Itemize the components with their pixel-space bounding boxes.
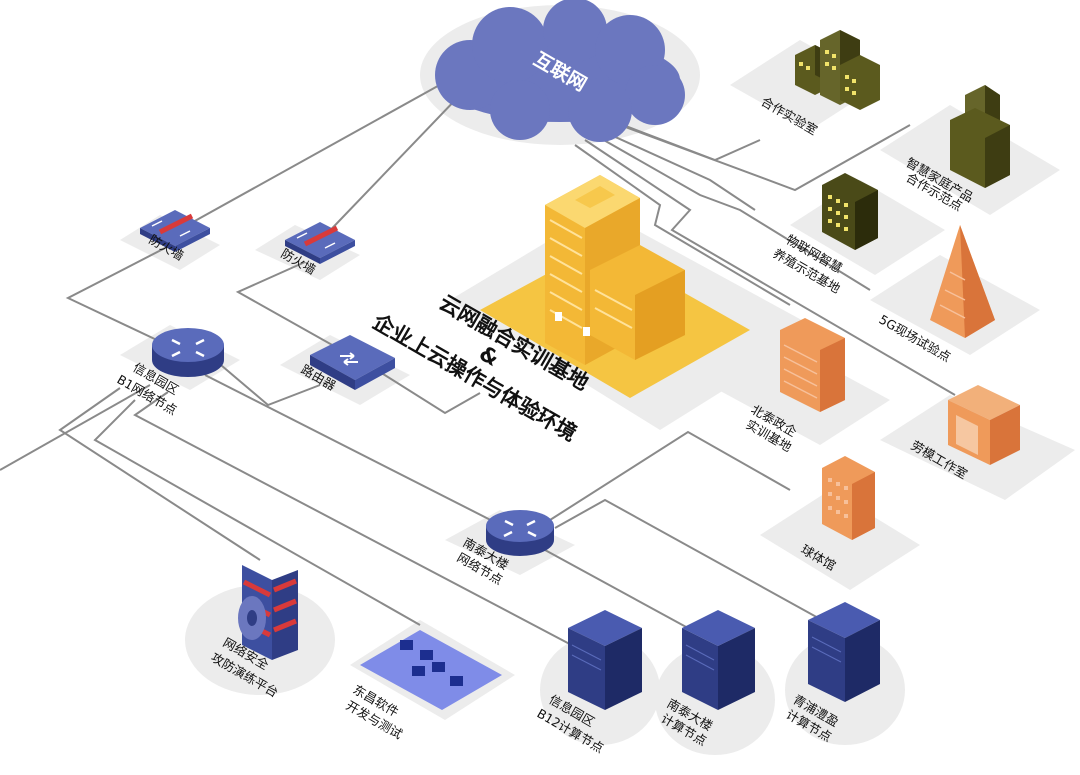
link-cloud-beitai	[574, 144, 791, 306]
building-icon	[930, 225, 995, 338]
building-icon	[822, 456, 875, 540]
link-b1-security	[58, 387, 261, 561]
firewall-icon	[238, 565, 298, 660]
firewall-icon	[285, 222, 355, 264]
link-b1-server-b12	[133, 391, 601, 661]
link-cloud-firewall-right	[317, 94, 461, 244]
building-icon	[822, 173, 878, 250]
link-b1-router	[214, 359, 321, 407]
center-training-base	[480, 175, 750, 398]
link-cloud-5g	[594, 134, 871, 291]
server-icon	[808, 602, 880, 702]
server-icon	[682, 610, 755, 710]
router-icon	[486, 510, 554, 556]
link-firewall-right-router	[235, 261, 351, 356]
server-icon	[568, 610, 642, 710]
building-icon	[795, 30, 880, 110]
center-windows	[549, 219, 633, 329]
link-nantai-server-nantai	[544, 549, 711, 641]
link-nantai-stadium	[554, 498, 841, 631]
building-icon	[948, 385, 1020, 465]
iot-farm: 物联网智慧 养殖示范基地	[771, 173, 878, 296]
server-nantai: 南泰大楼 计算节点	[659, 610, 755, 749]
lab-platform	[360, 630, 502, 710]
building-icon	[780, 318, 845, 412]
link-cloud-iot	[599, 129, 756, 211]
router-icon	[152, 328, 224, 377]
link-cloud-firewall-left	[174, 81, 446, 233]
workstation-icons	[400, 640, 463, 686]
cloud-icon	[435, 0, 685, 142]
building-icon	[950, 85, 1010, 188]
link-firewall-left-b1	[65, 247, 179, 351]
dongchang-lab: 东昌软件 开发与测试	[344, 630, 502, 742]
link-router-center	[379, 371, 481, 415]
link-nantai-beitai	[549, 430, 791, 521]
link-b1-left-out	[0, 384, 151, 471]
link-b1-nantai	[204, 374, 531, 541]
switch-icon	[310, 335, 395, 390]
router-nantai: 南泰大楼 网络节点	[455, 510, 554, 588]
internet-cloud: 互联网	[435, 0, 685, 142]
link-cloud-model-worker	[584, 139, 956, 396]
link-b1-dongchang	[93, 399, 421, 626]
network-links	[0, 81, 956, 661]
router-main: 路由器	[299, 335, 395, 394]
firewall-icon	[140, 210, 210, 252]
link-cloud-smart-home	[619, 124, 911, 192]
